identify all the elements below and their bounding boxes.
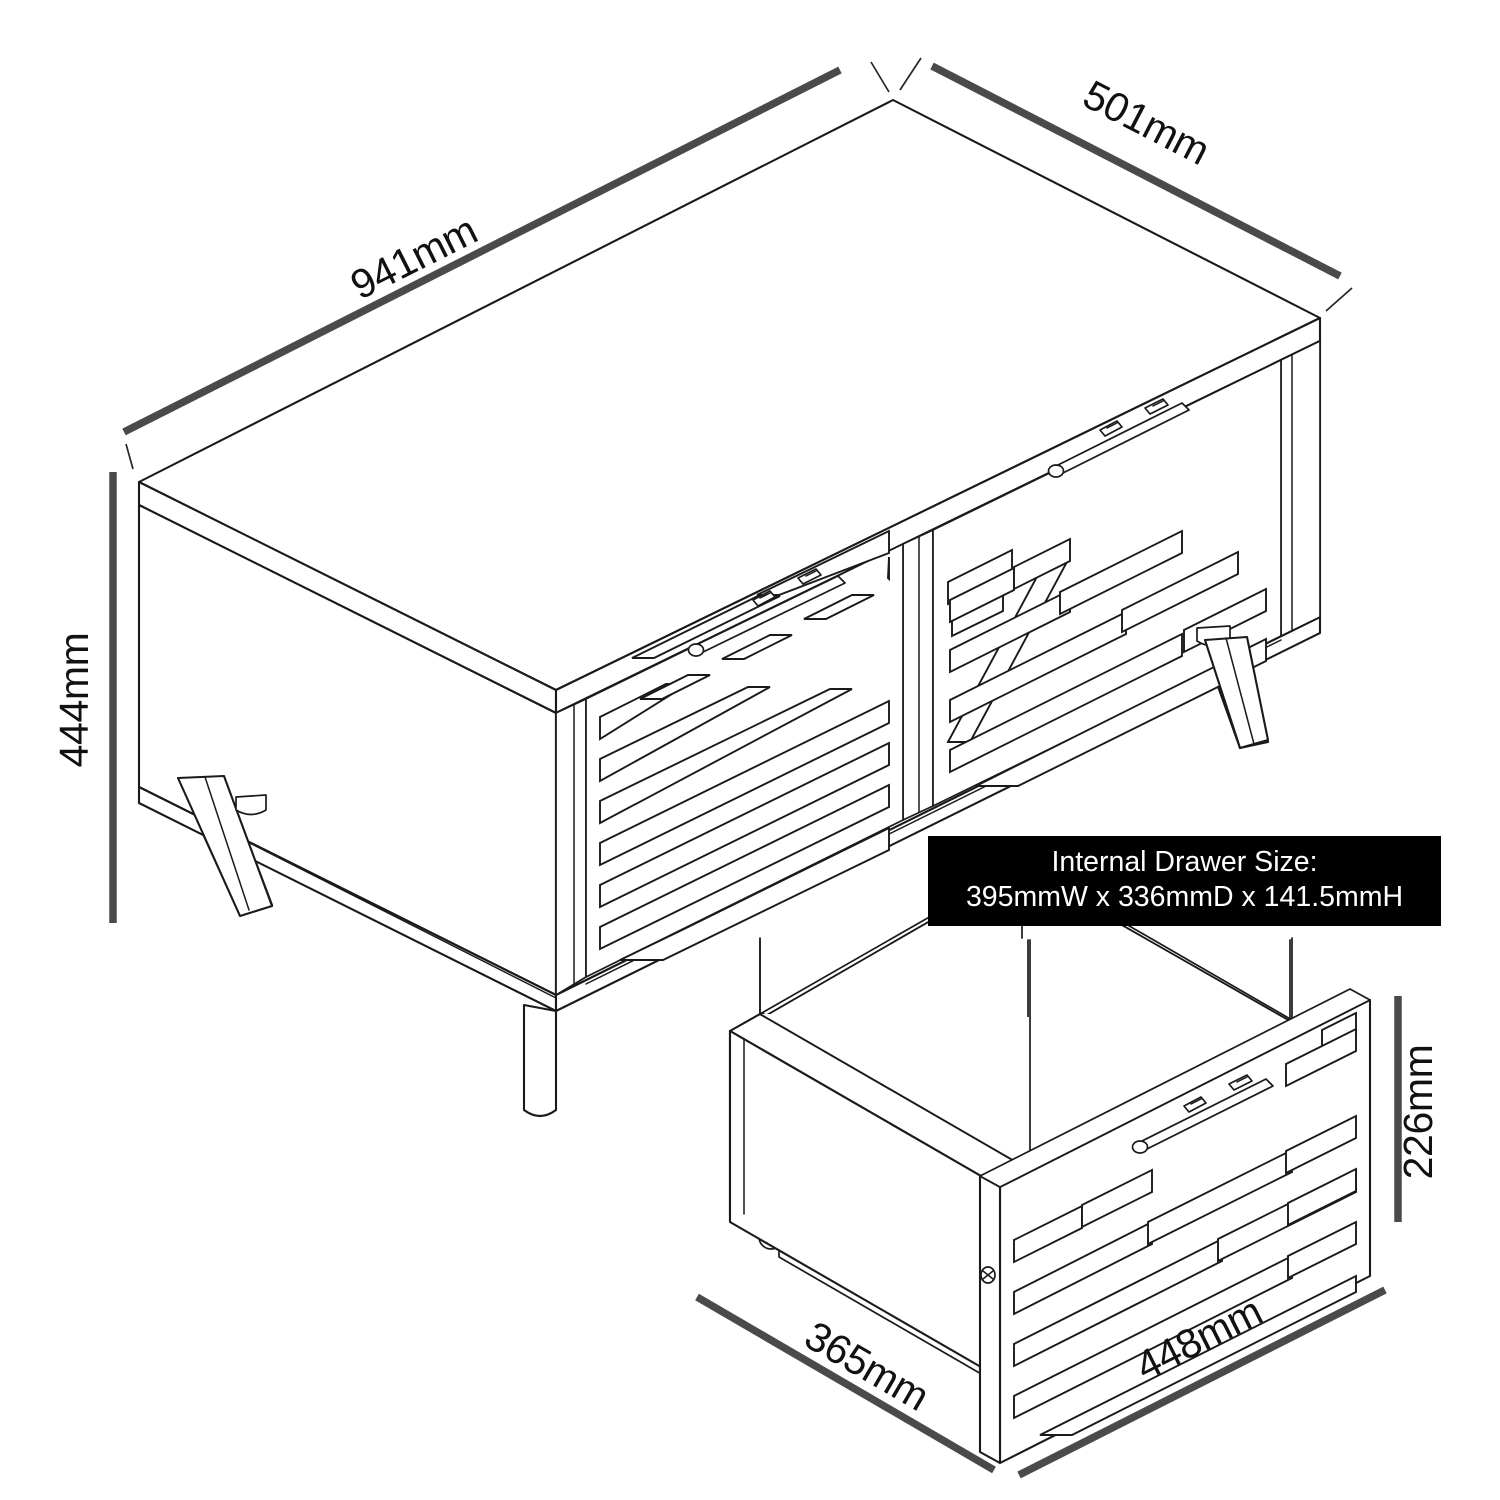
drawer-front-right[interactable] [932,359,1282,807]
slat-pattern-drawer-front [1013,1011,1357,1436]
drawer-box-shell [728,863,1293,1380]
dimension-label-941: 941mm [343,207,484,309]
dimension-height-444: 444mm [51,472,117,923]
table-front-face [554,339,1322,1013]
internal-drawer-size-callout: Internal Drawer Size: 395mmW x 336mmD x … [928,836,1441,926]
drawer-front-panel[interactable] [978,988,1372,1465]
slat-pattern-right [946,529,1267,787]
dimension-label-226: 226mm [1395,1045,1441,1180]
dimension-drawer-height-226: 226mm [1394,996,1441,1222]
callout-title: Internal Drawer Size: [1051,846,1318,878]
callout-spec: 395mmW x 336mmD x 141.5mmH [965,880,1404,913]
table-top [137,98,1322,715]
screw-fixing-front [980,1266,996,1284]
table-leg-front-right [1196,625,1270,750]
dimension-label-444: 444mm [51,633,97,768]
table-leg-front-center [522,1003,558,1118]
drawer-handle-left[interactable] [687,568,846,657]
coffee-table-view: 941mm 501mm 444mm [51,57,1353,1118]
drawer-handle-right[interactable] [1047,398,1190,478]
drawer-detail-view: 365mm 448mm 226mm [695,863,1441,1479]
dimension-label-501: 501mm [1076,71,1217,174]
table-leg-front-left [176,774,274,918]
drawer-detail-handle[interactable] [1131,1074,1274,1154]
drawer-front-left[interactable] [585,529,904,978]
slat-pattern-left [599,529,890,961]
slat-bars-right [949,529,1267,787]
